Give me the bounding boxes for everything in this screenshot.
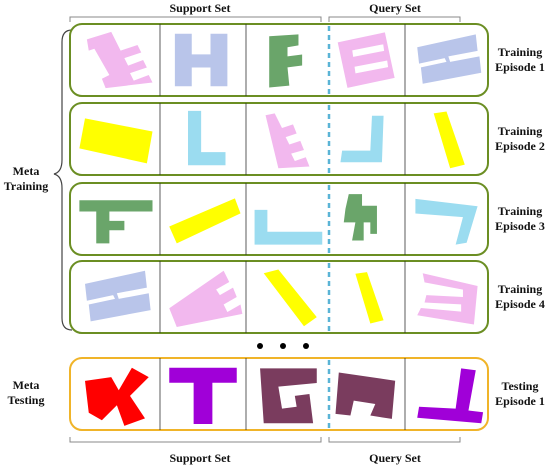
episode-row: [69, 23, 489, 97]
episode-row: [69, 182, 489, 256]
glyph-shape: [254, 209, 323, 245]
glyph-shape: [263, 269, 317, 327]
header-support-set: Support Set: [169, 1, 231, 15]
glyph-shape: [337, 32, 395, 88]
glyph-shape: [79, 200, 153, 244]
glyph-shape: [335, 372, 396, 419]
episode-row: [69, 260, 489, 334]
footer-support-set: Support Set: [169, 451, 231, 465]
glyph-shape: [417, 368, 484, 424]
glyph-shape: [415, 198, 478, 245]
glyph-shape: [169, 270, 243, 327]
glyph-shape: [417, 34, 482, 84]
meta-training-brace: [53, 29, 73, 331]
glyph-shape: [85, 270, 151, 322]
episode-label: Training Episode 4: [495, 282, 545, 311]
top-bracket-support: [69, 16, 322, 22]
header-query-set: Query Set: [369, 1, 421, 15]
glyph-shape: [79, 118, 153, 164]
glyph-shape: [169, 198, 241, 244]
episode-row: [69, 357, 489, 431]
glyph-shape: [174, 33, 228, 87]
episode-row: [69, 102, 489, 176]
glyph-shape: [433, 111, 465, 169]
glyph-shape: [260, 368, 317, 424]
glyph-shape: [343, 194, 377, 241]
glyph-shape: [188, 110, 226, 166]
episode-label: Training Episode 3: [495, 204, 545, 233]
glyph-shape: [85, 367, 149, 426]
glyph-shape: [169, 367, 237, 424]
bottom-bracket-query: [328, 437, 461, 443]
top-bracket-query: [328, 16, 461, 22]
meta-training-label: Meta Training: [3, 164, 49, 193]
footer-query-set: Query Set: [369, 451, 421, 465]
glyph-shape: [86, 31, 153, 89]
episode-label: Testing Episode 1: [495, 379, 545, 408]
episode-label: Training Episode 1: [495, 45, 545, 74]
ellipsis: [257, 343, 309, 349]
glyph-shape: [269, 34, 303, 88]
glyph-shape: [417, 273, 478, 325]
bottom-bracket-support: [69, 437, 322, 443]
meta-testing-label: Meta Testing: [7, 378, 45, 407]
glyph-shape: [340, 115, 384, 163]
episode-label: Training Episode 2: [495, 124, 545, 153]
glyph-shape: [355, 272, 384, 324]
